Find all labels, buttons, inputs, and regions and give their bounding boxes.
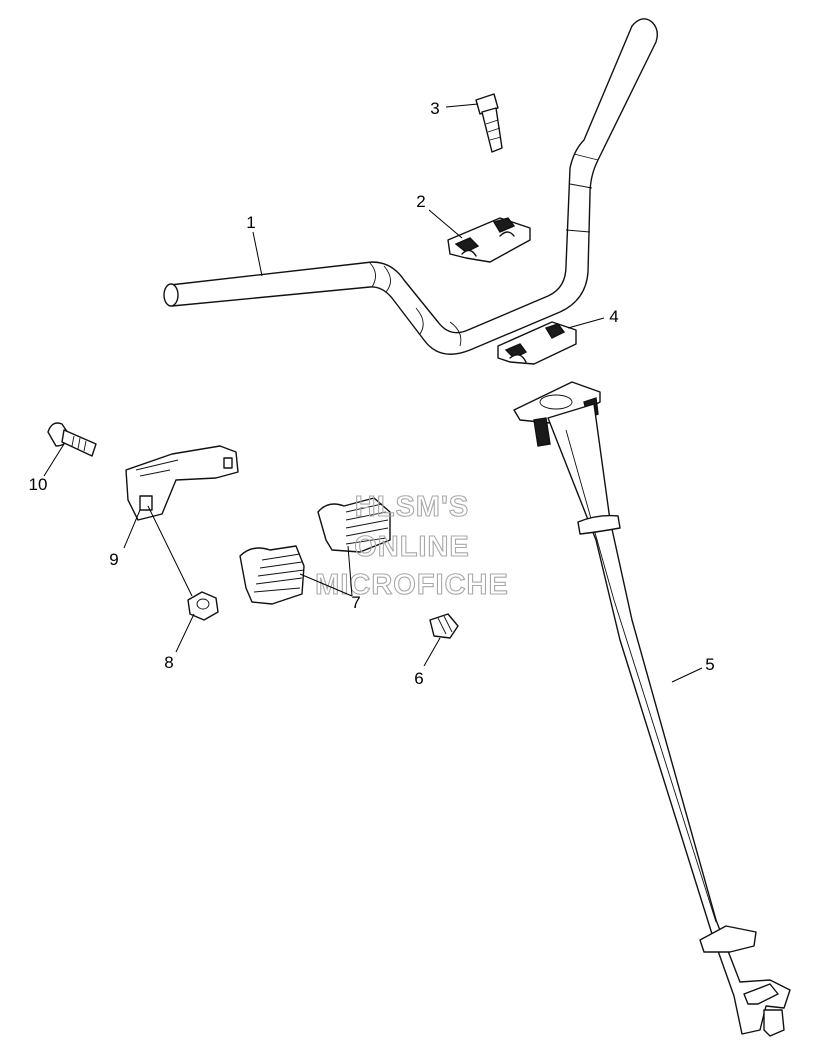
callout-labels: 1 2 3 4 5 6 7 8 9 10 <box>29 99 715 688</box>
callout-2: 2 <box>416 192 425 211</box>
lower-clamp-part <box>497 321 577 365</box>
callout-5: 5 <box>705 655 714 674</box>
leader-8a <box>175 613 195 653</box>
boot-part-upper <box>317 497 391 553</box>
leader-4 <box>567 317 605 329</box>
callout-8: 8 <box>164 653 173 672</box>
leader-8b <box>147 505 193 597</box>
leader-lines <box>43 103 703 683</box>
watermark-line-2: ONLINE <box>354 531 470 563</box>
callout-9: 9 <box>109 550 118 569</box>
nut-part <box>187 591 219 621</box>
callout-1: 1 <box>246 213 255 232</box>
callout-6: 6 <box>414 669 423 688</box>
bracket-part <box>125 445 239 521</box>
upper-clamp-part <box>447 217 531 263</box>
carriage-bolt-part <box>47 422 97 457</box>
watermark: HLSM'S ONLINE MICROFICHE <box>315 490 509 601</box>
watermark-line-3: MICROFICHE <box>315 569 509 601</box>
leader-5 <box>671 667 703 683</box>
leader-2 <box>428 209 463 239</box>
callout-4: 4 <box>609 307 618 326</box>
clamp-bolt-part <box>475 93 503 153</box>
leader-7b <box>347 545 353 597</box>
callout-10: 10 <box>29 475 48 494</box>
leader-6 <box>423 637 441 667</box>
leader-9 <box>123 509 141 549</box>
fitting-part <box>429 613 459 639</box>
leader-3 <box>445 103 479 108</box>
leader-7a <box>299 573 353 597</box>
callout-3: 3 <box>430 99 439 118</box>
steering-post-part <box>513 381 791 1037</box>
leader-10 <box>43 443 65 477</box>
boot-part-lower <box>239 545 305 605</box>
handlebar-part <box>163 18 659 355</box>
leader-1 <box>252 231 263 277</box>
watermark-line-1: HLSM'S <box>355 491 469 523</box>
callout-7: 7 <box>351 593 360 612</box>
